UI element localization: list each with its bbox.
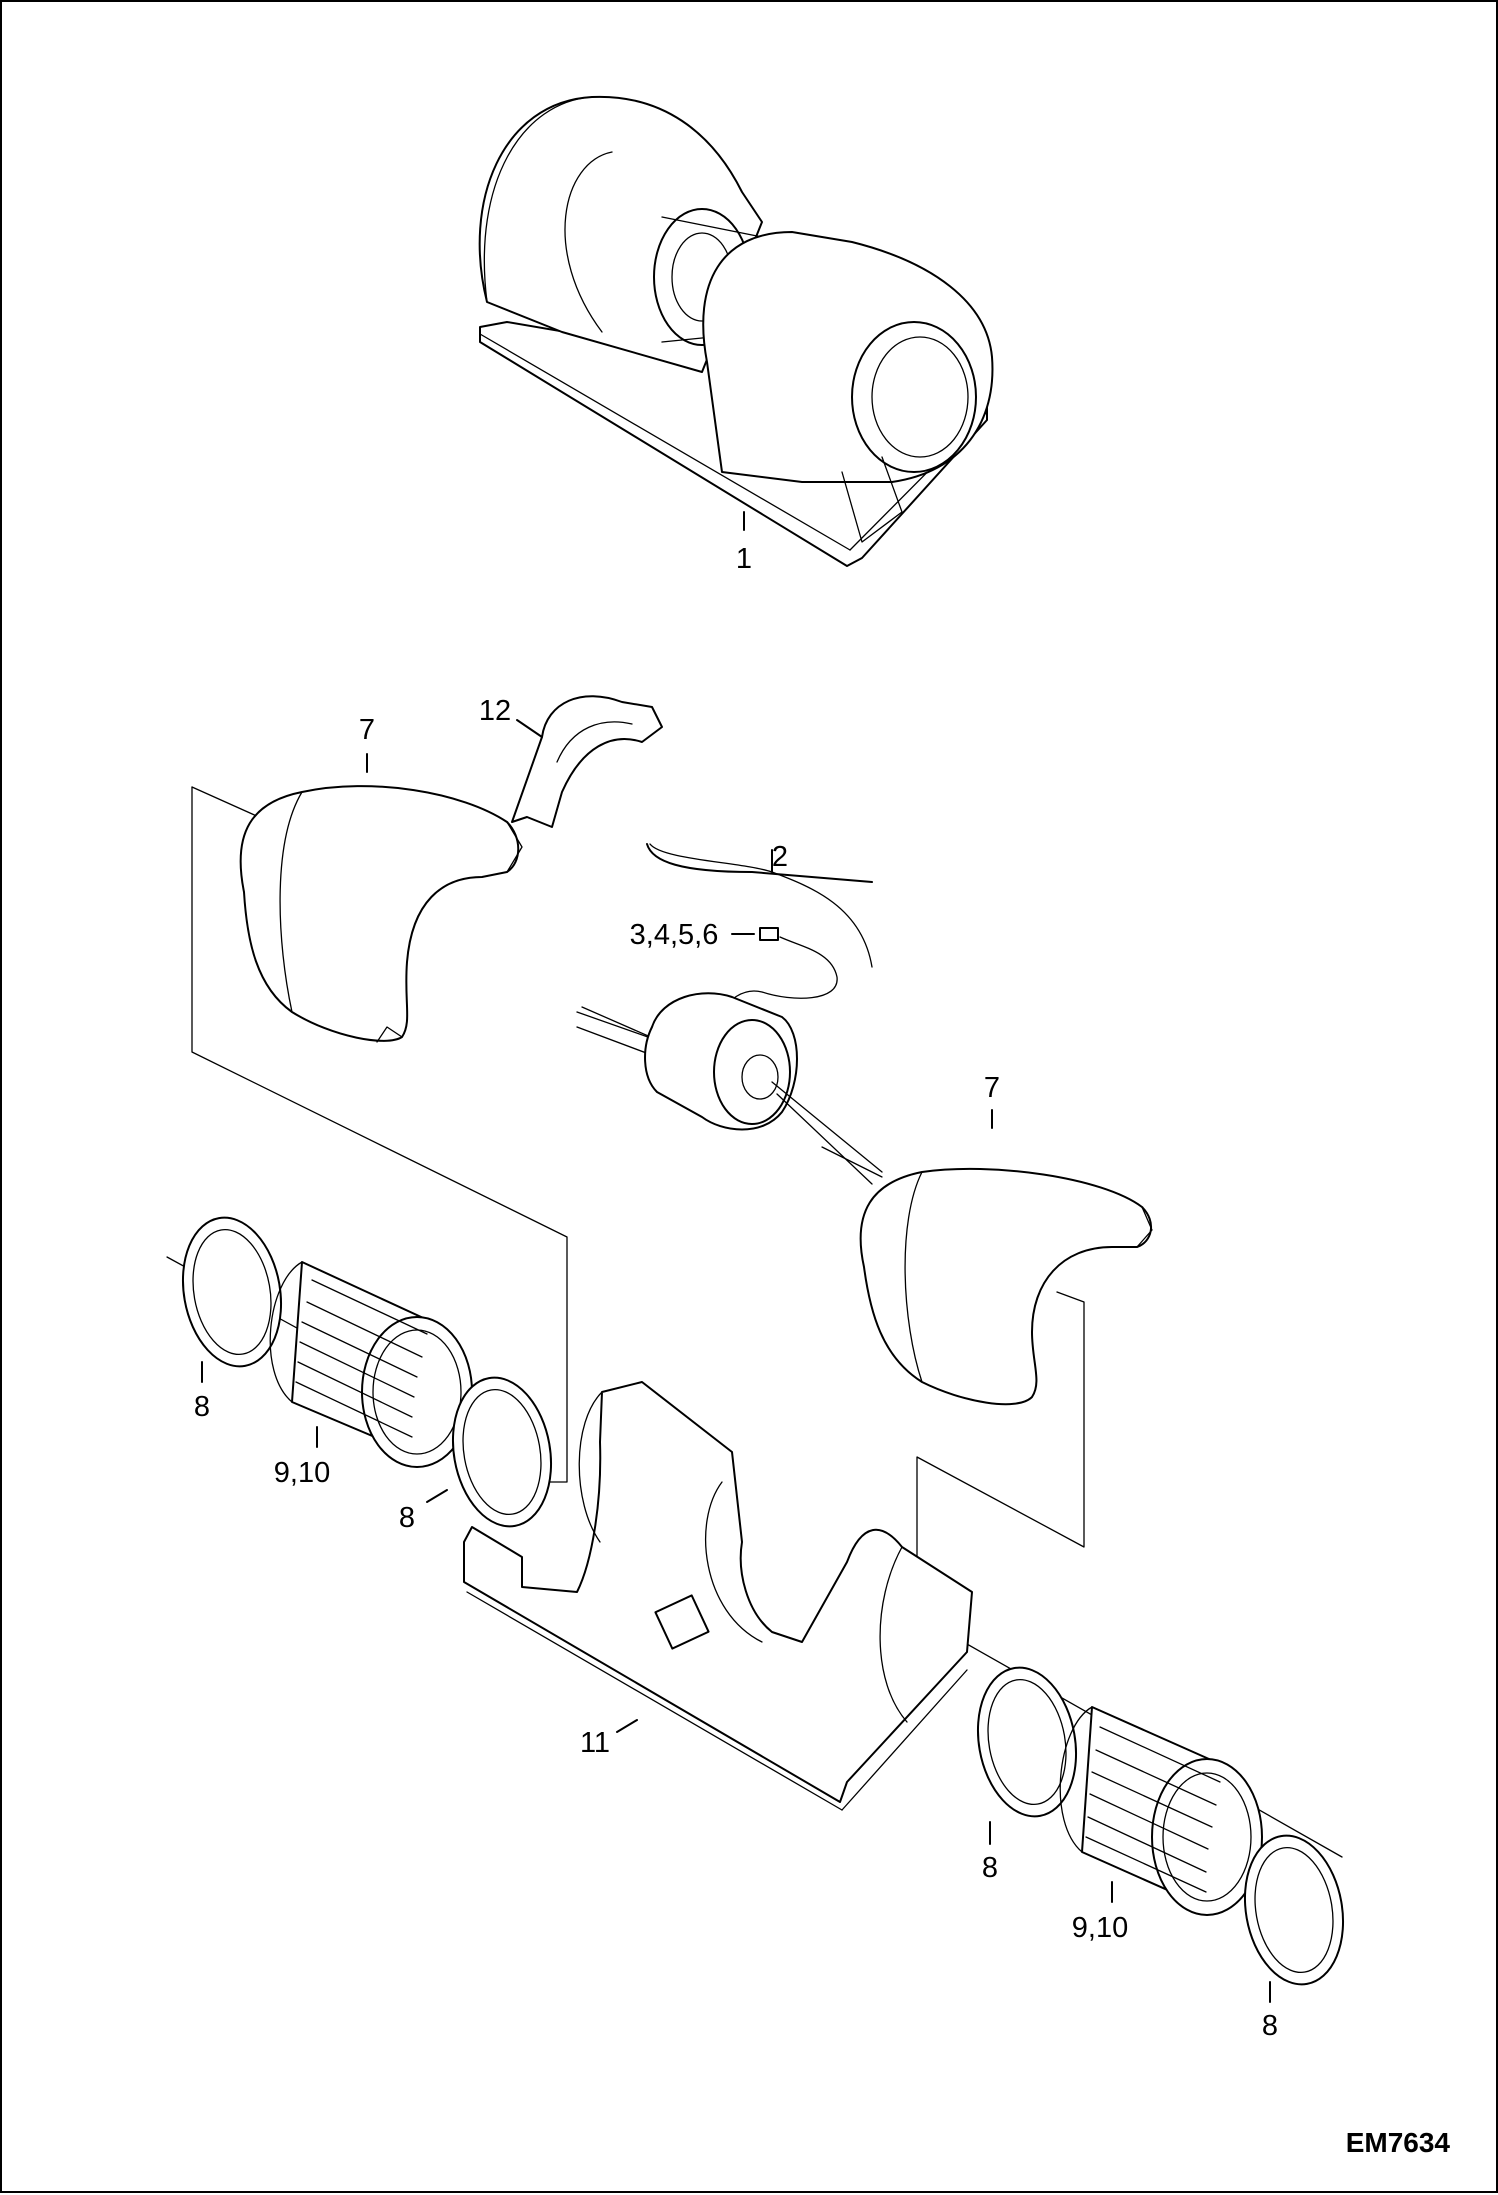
- motor-end-bell: [713, 1019, 791, 1125]
- fan-wheel-right-group: [976, 1666, 1345, 2003]
- callout-8-c: 8: [982, 1852, 998, 1884]
- brace-2: [646, 843, 873, 883]
- callout-8-d: 8: [1262, 2010, 1278, 2042]
- figure-id: EM7634: [1346, 2127, 1451, 2158]
- motor: [576, 843, 883, 1185]
- seal-ring-right-outer: [1243, 1834, 1345, 1986]
- seal-ring-right-inner: [976, 1666, 1078, 1818]
- callout-12-leader: [516, 719, 543, 738]
- fan-wheel-left-group: [181, 1216, 553, 1528]
- callout-7-right: 7: [984, 1072, 1000, 1104]
- seal-ring-left-inner: [451, 1376, 553, 1528]
- housing-half-right-shell: [859, 1167, 1152, 1406]
- motor-connector: [759, 927, 779, 941]
- callout-8-b: 8: [399, 1502, 415, 1534]
- seal-ring-left-outer: [181, 1216, 283, 1368]
- callout-8-a: 8: [194, 1391, 210, 1423]
- motor-clamp: [511, 695, 663, 828]
- lower-scroll-housing: [463, 1381, 973, 1811]
- callout-11-leader: [616, 1719, 638, 1733]
- callout-9-10-right: 9,10: [1072, 1912, 1128, 1944]
- motor-clamp-body: [511, 695, 663, 828]
- fan-wheel-right-end: [1151, 1758, 1263, 1916]
- housing-half-left-shell: [239, 785, 520, 1042]
- callout-8b-leader: [426, 1489, 448, 1503]
- callout-1: 1: [736, 543, 752, 575]
- lower-housing-body: [463, 1381, 973, 1803]
- callout-3-4-5-6: 3,4,5,6: [630, 919, 719, 951]
- housing-half-left: [239, 753, 523, 1043]
- callout-9-10-left: 9,10: [274, 1457, 330, 1489]
- housing-half-right: [859, 1109, 1153, 1406]
- right-housing-inlet: [851, 321, 977, 473]
- callout-12: 12: [479, 695, 511, 727]
- callout-2: 2: [772, 841, 788, 873]
- blower-assembly: [478, 95, 994, 567]
- callout-7-left: 7: [359, 714, 375, 746]
- callout-11: 11: [580, 1727, 610, 1759]
- motor-mount-pad: [654, 1594, 710, 1650]
